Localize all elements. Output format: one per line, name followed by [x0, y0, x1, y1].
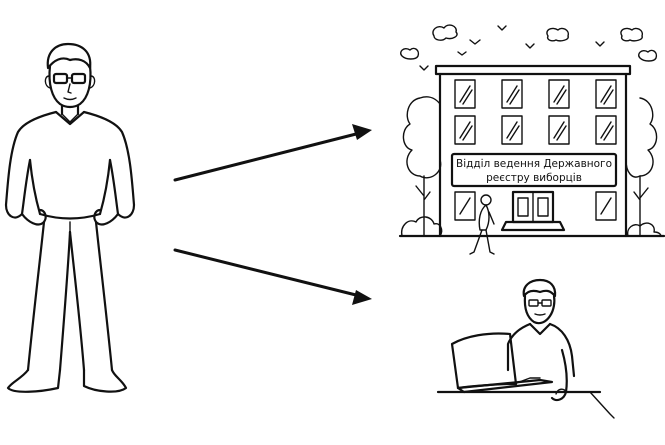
laptop-icon [450, 332, 554, 394]
standing-man-figure [4, 42, 136, 393]
office-sign-line-2: реєстру виборців [486, 172, 582, 184]
walking-person-figure [469, 194, 495, 255]
glasses-icon [528, 299, 552, 307]
arrow-to-laptop-icon [173, 248, 372, 305]
office-sign-line-1: Відділ ведення Державного [456, 158, 612, 170]
man-at-laptop-figure [436, 278, 615, 419]
registry-office-building: Відділ ведення Державного реєстру виборц… [398, 24, 665, 255]
arrow-to-office-icon [173, 124, 372, 182]
glasses-icon [52, 72, 87, 85]
